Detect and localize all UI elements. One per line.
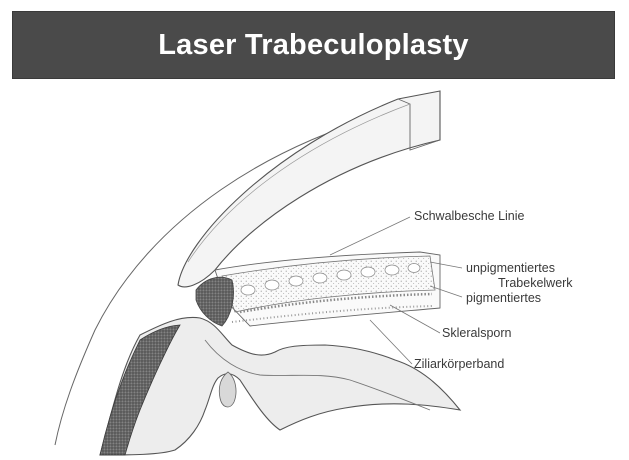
label-unpigmented: unpigmentiertes	[466, 261, 555, 275]
label-trabecular-meshwork: Trabekelwerk	[498, 276, 573, 290]
label-scleral-spur: Skleralsporn	[442, 326, 512, 340]
label-pigmented: pigmentiertes	[466, 291, 541, 305]
label-ciliary-band: Ziliarkörperband	[414, 357, 504, 371]
label-schwalbe-line: Schwalbesche Linie	[414, 209, 525, 223]
ciliary-process	[219, 372, 236, 407]
leader-schwalbe	[330, 217, 410, 255]
